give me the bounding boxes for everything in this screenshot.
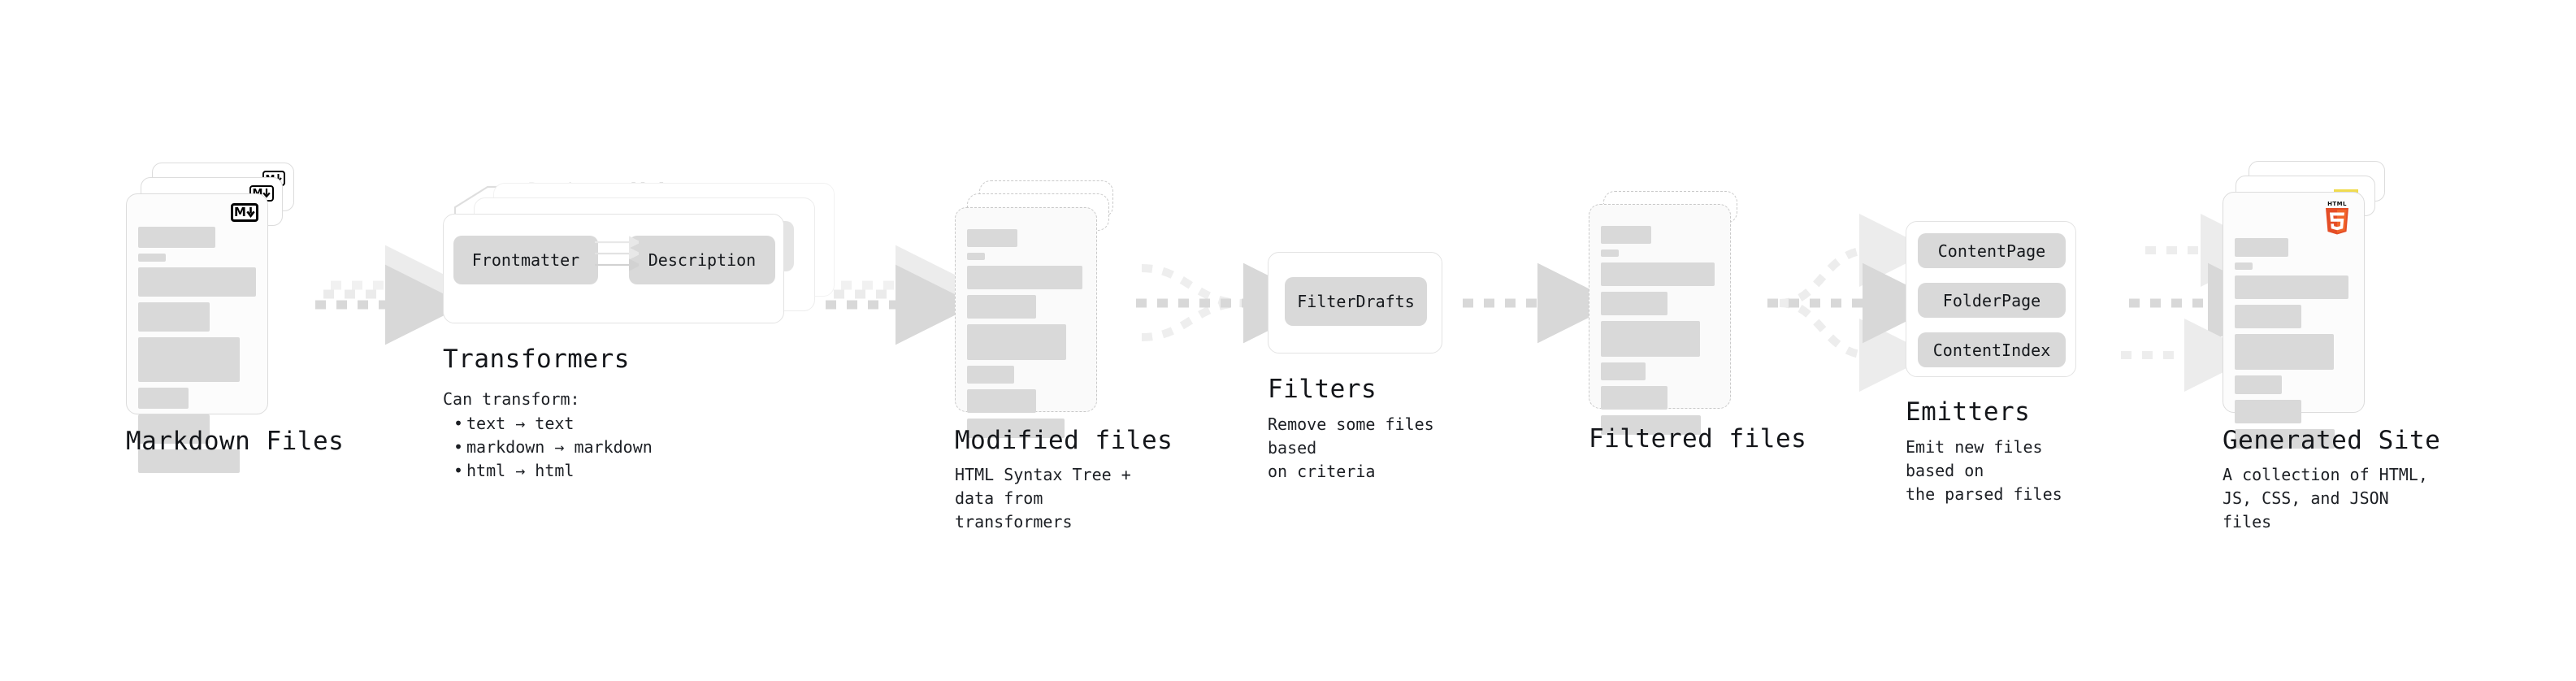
modified-skeleton-rows — [967, 229, 1085, 444]
emitter-item-contentindex[interactable]: ContentIndex — [1918, 332, 2066, 367]
generated-site-title: Generated Site — [2223, 426, 2441, 455]
stage-filters: FilterDrafts Filters Remove some files b… — [1268, 252, 1442, 481]
transformers-panel-stack: Frontmatter Description — [443, 183, 849, 337]
modified-files-description: HTML Syntax Tree + data from transformer… — [955, 465, 1131, 531]
generated-site-description: A collection of HTML, JS, CSS, and JSON … — [2223, 465, 2428, 531]
markdown-badge: M — [231, 203, 258, 222]
transformer-item-description[interactable]: Description — [629, 236, 775, 284]
generated-skeleton-rows — [2235, 238, 2353, 454]
generated-site-card-stack: CSS HTML — [2223, 161, 2434, 449]
filters-description: Remove some files based on criteria — [1268, 414, 1434, 481]
html5-icon: HTML — [2326, 201, 2348, 235]
stage-transformers: Run in parallel Frontmatter Description — [443, 180, 849, 480]
generated-card-front: HTML — [2223, 192, 2365, 449]
transformers-bullet-1: markdown → markdown — [453, 436, 653, 459]
modified-card-stack — [955, 180, 1150, 438]
transformers-description: Can transform: text → text markdown → ma… — [443, 388, 653, 483]
emitter-item-folderpage[interactable]: FolderPage — [1918, 283, 2066, 318]
emitters-title: Emitters — [1906, 397, 2031, 427]
stage-generated-site: CSS HTML — [2223, 161, 2440, 531]
connector-emitters-to-site — [2121, 214, 2288, 392]
filtered-skeleton-rows — [1601, 226, 1719, 440]
transformers-panel-front: Frontmatter Description — [443, 214, 784, 323]
stage-modified-files: Modified files HTML Syntax Tree + data f… — [955, 180, 1173, 531]
markdown-card-stack: M M M — [126, 163, 337, 473]
emitters-panel: ContentPage FolderPage ContentIndex — [1906, 221, 2076, 377]
stage-emitters: ContentPage FolderPage ContentIndex Emit… — [1906, 221, 2076, 504]
transformer-inner-arrows — [595, 236, 639, 271]
html5-badge: HTML — [2322, 198, 2353, 236]
stage-markdown-files: M M M — [126, 163, 344, 473]
filters-panel: FilterDrafts — [1268, 252, 1442, 354]
modified-card-front — [955, 207, 1097, 438]
down-arrow-icon — [262, 189, 271, 198]
emitters-description: Emit new files based on the parsed files — [1906, 437, 2062, 504]
filters-title: Filters — [1268, 375, 1377, 404]
filtered-files-title: Filtered files — [1589, 424, 1807, 453]
connector-modified-to-filters — [1136, 262, 1324, 344]
markdown-card-front: M — [126, 193, 268, 473]
filter-item-filterdrafts[interactable]: FilterDrafts — [1285, 277, 1427, 326]
modified-files-title: Modified files — [955, 426, 1173, 455]
transformer-item-frontmatter[interactable]: Frontmatter — [453, 236, 598, 284]
stage-filtered-files: Filtered files — [1589, 191, 1806, 453]
transformers-capability-list: text → text markdown → markdown html → h… — [443, 412, 653, 483]
markdown-skeleton-rows — [138, 227, 256, 479]
filtered-card-stack — [1589, 191, 1784, 435]
filtered-card-front — [1589, 204, 1731, 435]
transformers-description-lead: Can transform: — [443, 389, 580, 409]
down-arrow-icon — [246, 207, 255, 218]
emitter-item-contentpage[interactable]: ContentPage — [1918, 233, 2066, 268]
transformers-title: Transformers — [443, 345, 630, 374]
transformers-bullet-2: html → html — [453, 459, 653, 483]
svg-text:HTML: HTML — [2327, 201, 2347, 207]
transformers-bullet-0: text → text — [453, 412, 653, 436]
markdown-files-title: Markdown Files — [126, 427, 345, 456]
